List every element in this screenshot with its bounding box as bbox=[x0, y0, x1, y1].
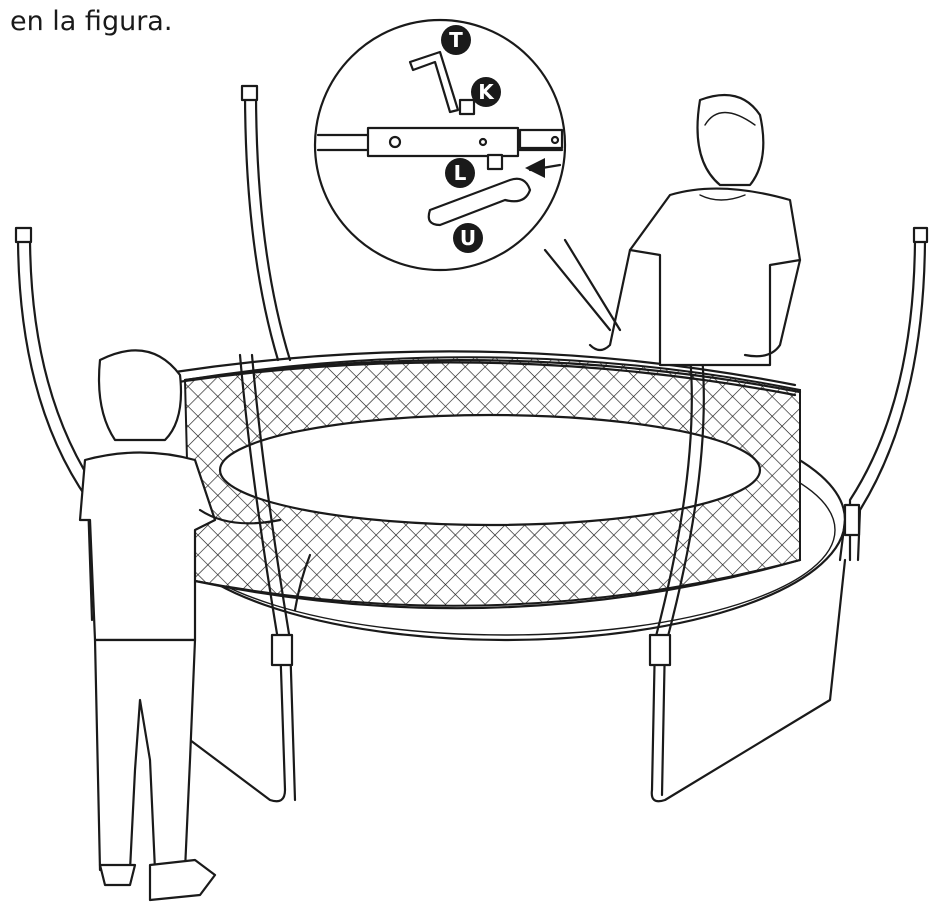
callout-k: K bbox=[471, 77, 501, 107]
svg-text:L: L bbox=[454, 161, 467, 185]
net-zipper bbox=[293, 553, 312, 612]
person-right bbox=[588, 93, 802, 367]
callout-t: T bbox=[441, 25, 471, 55]
person-left bbox=[78, 349, 282, 902]
detail-magnifier bbox=[313, 18, 622, 332]
callout-l: L bbox=[445, 158, 475, 188]
svg-text:T: T bbox=[449, 28, 463, 52]
svg-text:U: U bbox=[460, 226, 476, 250]
svg-text:K: K bbox=[478, 80, 495, 104]
safety-net bbox=[183, 356, 802, 610]
instruction-caption: en la figura. bbox=[10, 6, 173, 37]
top-rail bbox=[173, 350, 797, 397]
enclosure-poles bbox=[14, 84, 929, 667]
callout-u: U bbox=[453, 223, 483, 253]
